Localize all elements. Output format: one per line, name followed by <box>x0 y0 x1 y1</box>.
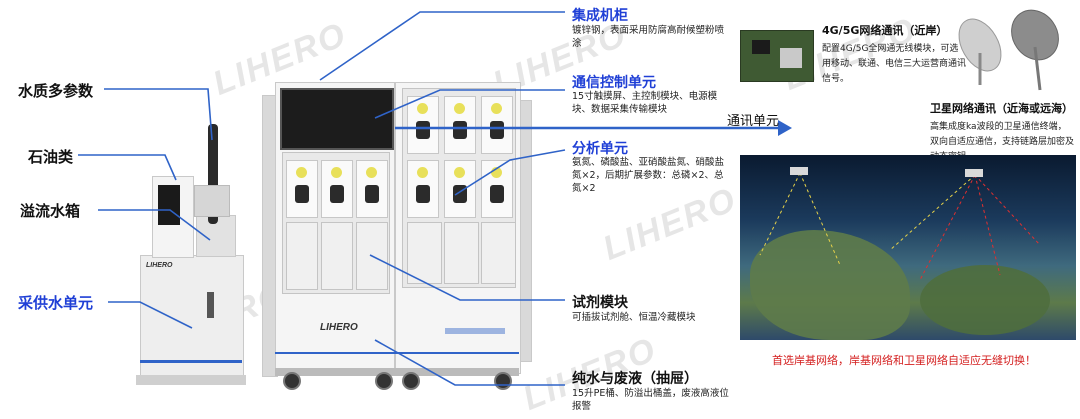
module-cap <box>296 167 307 178</box>
title-comm-control: 通信控制单元 <box>572 75 656 91</box>
leader-petroleum <box>78 154 177 181</box>
module-valve <box>416 185 430 203</box>
desc-analysis: 氨氮、磷酸盐、亚硝酸盐氮、硝酸盐氮×2，后期扩展参数：总磷×2、总氮×2 <box>572 157 725 194</box>
sampling-cabinet-base <box>140 255 244 377</box>
label-water-quality: 水质多参数 <box>18 82 94 100</box>
module-valve <box>365 185 379 203</box>
title-satellite: 卫星网络通讯（近海或远海） <box>930 102 1073 115</box>
leader-comm-control <box>374 89 565 119</box>
reagent-drawer <box>407 222 442 284</box>
cabinet-nameplate <box>445 328 505 334</box>
reagent-drawer <box>321 222 353 290</box>
analysis-module-tile <box>321 160 353 218</box>
probe-rod <box>208 124 218 224</box>
module-cap <box>454 167 465 178</box>
module-cap <box>491 103 502 114</box>
brand-mark: LIHERO <box>320 322 358 333</box>
module-cap <box>417 103 428 114</box>
sampling-cabinet-handle <box>207 292 214 318</box>
analysis-module-tile <box>356 160 388 218</box>
satellite-icon <box>965 169 983 177</box>
module-cap <box>331 167 342 178</box>
satellite-dish-icons <box>958 9 1059 91</box>
comm-unit-label: 通讯单元 <box>727 114 780 129</box>
label-overflow-tank: 溢流水箱 <box>20 202 81 220</box>
module-valve <box>490 185 504 203</box>
analysis-module-tile <box>286 160 318 218</box>
module-cap <box>366 167 377 178</box>
analyzer-window <box>158 185 180 225</box>
title-cellular: 4G/5G网络通讯（近岸） <box>822 24 948 37</box>
satellite-icon <box>790 167 808 175</box>
module-valve <box>453 121 467 139</box>
desc-reagent: 可插拔试剂舱、恒温冷藏模块 <box>572 312 696 323</box>
analysis-module-tile <box>407 160 439 218</box>
reagent-drawer <box>444 222 479 284</box>
probe-housing <box>194 185 230 217</box>
analysis-module-tile <box>481 160 513 218</box>
leader-pure-water <box>374 339 565 386</box>
module-valve <box>295 185 309 203</box>
label-sampling-unit: 采供水单元 <box>18 294 94 312</box>
satellite-dish-icon <box>1011 9 1059 91</box>
desc-integrated-cabinet: 镀锌钢，表面采用防腐高耐候塑粉喷涂 <box>572 25 725 49</box>
comm-unit-arrowhead <box>778 120 792 136</box>
title-analysis: 分析单元 <box>572 141 628 157</box>
title-reagent: 试剂模块 <box>572 295 628 311</box>
reagent-drawer <box>286 222 318 290</box>
desc-comm-control: 15寸触摸屏、主控制模块、电源模块、数据采集传输模块 <box>572 91 718 115</box>
leader-water-quality <box>104 88 213 141</box>
sampling-cabinet-feet <box>136 375 246 385</box>
caster-wheel <box>375 372 393 390</box>
desc-pure-water: 15升PE桶、防溢出桶盖，废液高液位报警 <box>572 388 729 412</box>
footer-note: 首选岸基网络，岸基网络和卫星网络自适应无缝切换！ <box>772 354 1036 367</box>
caster-wheel <box>283 372 301 390</box>
comm-board-chip <box>780 48 802 68</box>
analysis-module-tile <box>407 96 439 154</box>
desc-cellular: 配置4G/5G全网通无线模块，可选用移动、联通、电信三大运营商通讯信号。 <box>822 44 967 84</box>
module-cap <box>417 167 428 178</box>
leader-overflow <box>98 209 211 241</box>
label-petroleum: 石油类 <box>28 148 74 166</box>
title-integrated-cabinet: 集成机柜 <box>572 8 628 24</box>
cabinet-base <box>275 368 519 376</box>
network-map-image <box>740 155 1076 340</box>
module-valve <box>330 185 344 203</box>
satellite-dish-icon <box>958 18 1002 85</box>
landmass <box>920 265 1050 335</box>
comm-board-chip <box>752 40 770 54</box>
analysis-module-tile <box>481 96 513 154</box>
leader-cabinet <box>319 11 565 81</box>
reagent-drawer <box>481 222 516 284</box>
module-cap <box>454 103 465 114</box>
title-pure-water: 纯水与废液（抽屉） <box>572 371 698 387</box>
sampling-cabinet-stripe <box>140 360 242 363</box>
touch-screen <box>280 88 394 150</box>
module-valve <box>490 121 504 139</box>
leader-analysis <box>454 149 566 196</box>
brand-mark: LIHERO <box>146 262 173 269</box>
analysis-module-tile <box>444 96 476 154</box>
comm-board-image <box>740 30 814 82</box>
caster-wheel <box>402 372 420 390</box>
module-cap <box>491 167 502 178</box>
leader-sampling <box>108 301 193 329</box>
module-valve <box>416 121 430 139</box>
network-links <box>759 167 1041 281</box>
leader-reagent <box>369 254 565 301</box>
